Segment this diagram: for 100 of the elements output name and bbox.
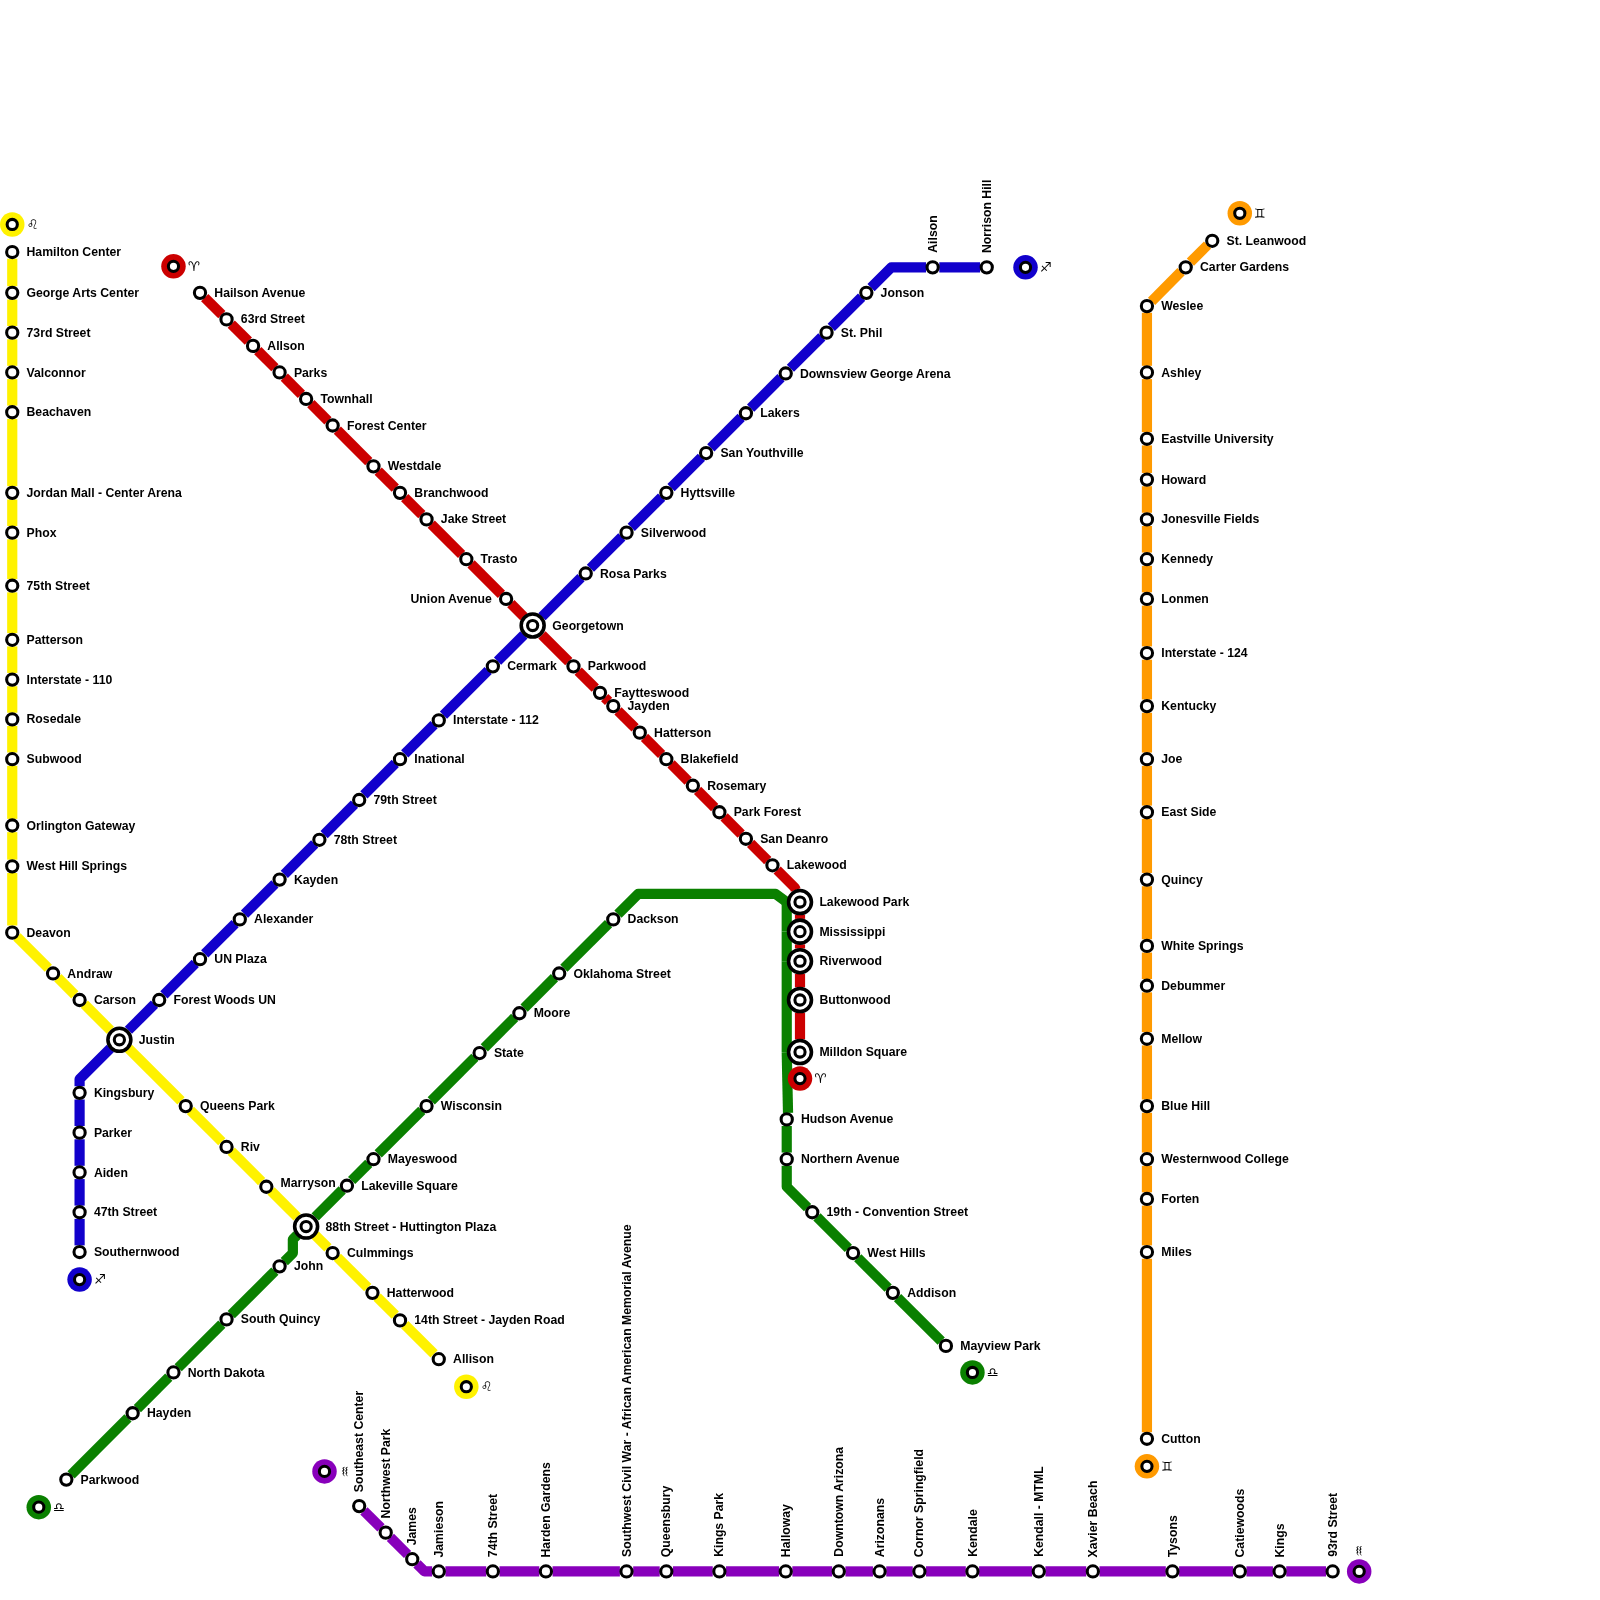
- route-line: [333, 426, 373, 466]
- route-line: [133, 1373, 173, 1413]
- station-label: Kings: [1273, 1523, 1286, 1558]
- route-line: [386, 1533, 412, 1559]
- station-label: Miles: [1161, 1245, 1192, 1259]
- route-line: [7, 299, 18, 326]
- route-line: [493, 631, 528, 665]
- station-label: Georgetown: [552, 619, 624, 632]
- route-line: [7, 258, 18, 287]
- station-label: Culmmings: [346, 1246, 414, 1259]
- station-label: James: [406, 1506, 419, 1545]
- route-line: [311, 1186, 346, 1221]
- route-line: [1141, 445, 1153, 473]
- terminus-symbol: ♌: [26, 217, 39, 232]
- station-label: 19th - Convention Street: [826, 1206, 969, 1219]
- route-line: [1141, 1258, 1153, 1433]
- station-label: Arizonans: [873, 1497, 886, 1558]
- route-line: [267, 1187, 301, 1221]
- station-label: Halloway: [779, 1504, 792, 1558]
- station-label: Park Forest: [733, 806, 802, 819]
- station-label: Norrison Hill: [980, 179, 993, 254]
- station-label: Hatterwood: [386, 1286, 455, 1299]
- route-line: [1141, 1165, 1153, 1193]
- route-line: [1141, 565, 1153, 593]
- station-label: Justin: [138, 1033, 175, 1046]
- route-line: [201, 919, 239, 958]
- route-line: [781, 931, 792, 962]
- route-line: [360, 759, 399, 799]
- station-label: Hudson Avenue: [801, 1113, 894, 1126]
- route-line: [7, 418, 18, 487]
- station-label: Parkwood: [80, 1473, 140, 1486]
- route-line: [781, 961, 792, 1000]
- station-label: Mayeswood: [387, 1152, 458, 1165]
- route-line: [794, 974, 806, 988]
- station-label: Trasto: [480, 553, 518, 566]
- route-line: [574, 667, 599, 692]
- station-label: Wisconsin: [440, 1099, 502, 1112]
- station-label: West Hills: [867, 1246, 926, 1260]
- station-label: East Side: [1161, 806, 1217, 819]
- station-label: Branchwood: [414, 486, 489, 499]
- station-label: Jonson: [880, 286, 925, 299]
- route-line: [1141, 1045, 1153, 1100]
- station-label: Riv: [240, 1140, 260, 1153]
- station-label: Parker: [93, 1126, 132, 1139]
- station-label: Jake Street: [440, 513, 507, 526]
- station-label: 63rd Street: [240, 313, 305, 326]
- station-label: 75th Street: [26, 579, 90, 592]
- station-label: San Youthville: [720, 446, 804, 459]
- station-label: Andraw: [67, 966, 113, 980]
- station-label: Moore: [533, 1006, 571, 1019]
- station-label: Valconnor: [26, 366, 86, 379]
- terminus-symbol: ♒: [338, 1465, 353, 1478]
- route-line: [1141, 992, 1153, 1033]
- route-line: [280, 840, 319, 878]
- route-line: [781, 1051, 794, 1113]
- route-line: [74, 1139, 85, 1166]
- route-line: [445, 1566, 487, 1577]
- route-line: [54, 974, 79, 999]
- station-label: Deavon: [26, 926, 71, 939]
- station-label: Jayden: [627, 700, 670, 713]
- station-label: Westdale: [387, 460, 442, 473]
- route-line: [786, 333, 826, 372]
- route-line: [1141, 886, 1153, 940]
- route-line: [552, 1566, 620, 1577]
- station-label: Oklahoma Street: [573, 966, 671, 980]
- route-line: [7, 765, 18, 819]
- station-label: Riverwood: [819, 955, 882, 968]
- station-label: Rosemary: [707, 779, 767, 792]
- route-line: [893, 1293, 945, 1345]
- station-label: Lakewood: [786, 859, 847, 872]
- station-label: Interstate - 124: [1161, 646, 1248, 660]
- route-line: [781, 1165, 812, 1212]
- route-line: [227, 320, 252, 345]
- station-label: Westernwood College: [1161, 1153, 1289, 1166]
- route-line: [726, 1566, 780, 1577]
- station-label: Lonmen: [1161, 592, 1209, 606]
- station-label: 88th Street - Huttington Plaza: [325, 1219, 497, 1233]
- route-line: [781, 1000, 792, 1053]
- terminus-symbol: ♎: [986, 1365, 999, 1380]
- station-label: UN Plaza: [214, 952, 267, 965]
- route-line: [7, 832, 18, 860]
- station-label: Allison: [453, 1352, 494, 1365]
- route-line: [507, 600, 528, 621]
- route-line: [174, 1320, 226, 1372]
- route-line: [307, 400, 332, 425]
- station-label: Forest Woods UN: [173, 993, 276, 1006]
- station-label: San Deanro: [760, 832, 829, 845]
- terminus-symbol: ♎: [53, 1500, 65, 1514]
- route-line: [7, 339, 18, 366]
- station-label: Rosa Parks: [600, 566, 667, 580]
- route-line: [1099, 1566, 1166, 1577]
- terminus-symbol: ♒: [1352, 1545, 1366, 1558]
- route-line: [227, 1267, 279, 1319]
- route-line: [320, 800, 359, 839]
- route-line: [667, 760, 692, 785]
- station-label: North Dakota: [187, 1366, 265, 1379]
- station-label: Mayview Park: [960, 1339, 1041, 1353]
- station-label: Xavier Beach: [1086, 1480, 1099, 1558]
- station-label: Kendall - MTML: [1032, 1466, 1045, 1558]
- station-label: 47th Street: [93, 1206, 158, 1219]
